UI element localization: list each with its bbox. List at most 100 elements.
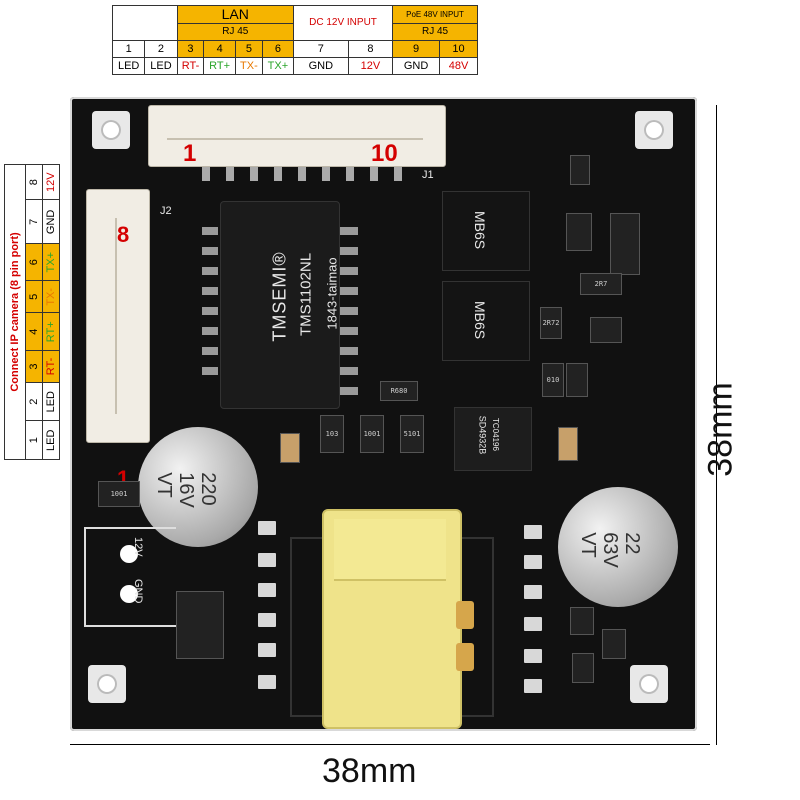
cap1-voltage: 16V (174, 472, 197, 508)
smd-component: 2R72 (540, 307, 562, 339)
pin-signal: GND (292, 57, 349, 75)
pad (524, 555, 542, 569)
pin-number: 8 (347, 40, 394, 58)
connector-pin10-label: 10 (371, 140, 398, 167)
smd-resistor: 1001 (360, 415, 384, 453)
resistor-5101-label: 5101 (403, 430, 421, 438)
ic-code: TC04196 (490, 418, 500, 451)
cap1-series: VT (152, 472, 175, 498)
pin-number: 3 (176, 40, 205, 58)
bridge-rectifier: MB6S (442, 191, 530, 271)
j2-label: J2 (160, 205, 172, 217)
connector8-pin8-label: 8 (117, 222, 130, 247)
smd-component (566, 213, 592, 251)
dimension-line-vertical (716, 105, 717, 745)
pad (524, 525, 542, 539)
pin-signal: TX- (234, 57, 263, 75)
pin-signal: TX+ (261, 57, 294, 75)
bridge2-label: MB6S (472, 300, 489, 340)
side-pin-signal: RT+ (42, 312, 60, 351)
resistor-1001-label: 1001 (110, 490, 128, 498)
transformer-model: TMS1102NL (297, 252, 315, 337)
smd-2r7-label: 2R7 (594, 280, 608, 288)
side-pin-signal: TX+ (42, 243, 60, 281)
j1-label: J1 (422, 169, 434, 181)
power-gnd-label: GND (132, 579, 144, 604)
smd-component (590, 317, 622, 343)
pin-number: 10 (439, 40, 478, 58)
dimension-line-horizontal (70, 744, 710, 745)
lan-header: LAN (176, 5, 294, 24)
smd-component (572, 653, 594, 683)
pin-number: 7 (292, 40, 349, 58)
pin-number: 2 (144, 40, 178, 58)
power-12v-label: 12V (132, 537, 144, 557)
pad (524, 585, 542, 599)
electrolytic-capacitor: 22 63V VT (558, 487, 678, 607)
resistor-r680-label: R680 (390, 387, 408, 395)
smd-component: 2R7 (580, 273, 622, 295)
pin-number: 9 (392, 40, 440, 58)
cap2-value: 22 (620, 532, 643, 555)
mounting-hole (635, 111, 673, 149)
side-pin-number: 7 (25, 199, 43, 244)
rj45-poe-label: RJ 45 (392, 22, 478, 41)
side-table-title: Connect IP camera (8 pin port) (4, 164, 26, 460)
power-transformer (290, 509, 494, 729)
pin-signal: RT+ (203, 57, 236, 75)
bridge-rectifier: MB6S (442, 281, 530, 361)
transformer-code: 1843-taimao (324, 257, 340, 330)
pin-number: 4 (203, 40, 236, 58)
smd-2r72-label: 2R72 (542, 319, 560, 327)
ic-label: SD4932B (477, 415, 488, 455)
side-pin-signal: GND (42, 199, 60, 244)
smd-010-label: 010 (546, 376, 560, 384)
side-pin-number: 3 (25, 350, 43, 383)
pin-signal: LED (144, 57, 178, 75)
side-pin-number: 1 (25, 420, 43, 460)
rj45-lan-label: RJ 45 (176, 22, 294, 41)
side-pin-number: 2 (25, 382, 43, 421)
smd-component: 010 (542, 363, 564, 397)
cap1-value: 220 (196, 472, 219, 506)
pad (524, 649, 542, 663)
pin-number: 5 (234, 40, 263, 58)
side-pin-signal: 12V (42, 164, 60, 200)
network-transformer: TMSEMI® TMS1102NL 1843-taimao (220, 201, 340, 409)
poe-input-header: PoE 48V INPUT (392, 5, 478, 24)
transformer-brand: TMSEMI® (269, 251, 290, 342)
pin-signal: GND (392, 57, 440, 75)
side-pin-number: 4 (25, 312, 43, 351)
smd-component (602, 629, 626, 659)
smd-resistor: 1001 (98, 481, 140, 507)
smd-capacitor (558, 427, 578, 461)
cap2-series: VT (576, 532, 599, 558)
side-pinout-panel: Connect IP camera (8 pin port) 1 2 3 4 5… (4, 164, 68, 460)
pin-signal: 12V (347, 57, 394, 75)
smd-component (566, 363, 588, 397)
pin-number: 1 (111, 40, 146, 58)
pin-signal: RT- (176, 57, 205, 75)
mounting-hole (92, 111, 130, 149)
smd-capacitor (280, 433, 300, 463)
pad (258, 553, 276, 567)
smd-resistor: 103 (320, 415, 344, 453)
smd-component (570, 607, 594, 635)
top-pinout-table: LAN DC 12V INPUT PoE 48V INPUT RJ 45 RJ … (111, 5, 478, 75)
pad (524, 617, 542, 631)
smd-resistor: 5101 (400, 415, 424, 453)
diode (176, 591, 224, 659)
poe-controller-ic: SD4932B TC04196 (454, 407, 532, 471)
cap2-voltage: 63V (598, 532, 621, 568)
pad (258, 521, 276, 535)
connector-8pin: 8 1 (86, 189, 150, 491)
resistor-103-label: 103 (325, 430, 339, 438)
pin-signal: 48V (439, 57, 478, 75)
side-pin-number: 8 (25, 164, 43, 200)
pad (258, 613, 276, 627)
side-pin-number: 5 (25, 280, 43, 313)
dimension-width-label: 38mm (322, 752, 417, 790)
smd-resistor: R680 (380, 381, 418, 401)
mounting-hole (88, 665, 126, 703)
mounting-hole (630, 665, 668, 703)
